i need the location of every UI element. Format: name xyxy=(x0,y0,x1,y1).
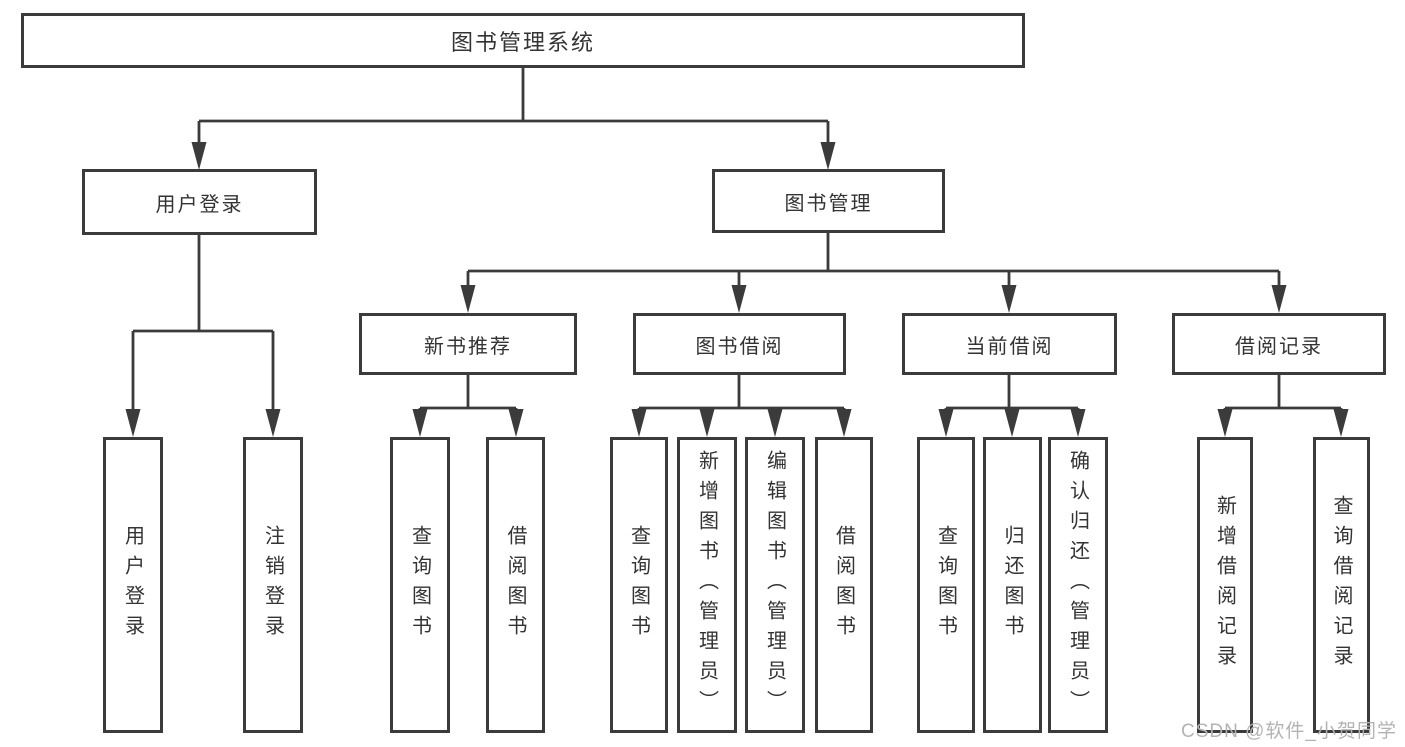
leaf-add-books-admin: 新增图书（管理员） xyxy=(677,437,737,733)
leaf-query-borrow-record: 查询借阅记录 xyxy=(1313,437,1370,733)
leaf-logout: 注销登录 xyxy=(243,437,303,733)
node-current-borrow: 当前借阅 xyxy=(902,313,1117,375)
node-book-borrow: 图书借阅 xyxy=(633,313,846,375)
arrowheads xyxy=(125,142,1349,437)
node-system-root: 图书管理系统 xyxy=(21,13,1025,68)
node-new-book-recommend-label: 新书推荐 xyxy=(424,335,512,358)
node-user-login: 用户登录 xyxy=(82,169,317,235)
leaf-query-books-borrow: 查询图书 xyxy=(610,437,668,733)
node-new-book-recommend: 新书推荐 xyxy=(359,313,577,375)
leaf-query-borrow-record-label: 查询借阅记录 xyxy=(1330,495,1352,675)
leaf-query-books-recommend: 查询图书 xyxy=(390,437,450,733)
leaf-borrow-books-recommend-label: 借阅图书 xyxy=(504,525,526,645)
node-user-login-label: 用户登录 xyxy=(155,193,244,216)
leaf-user-login-label: 用户登录 xyxy=(121,525,144,645)
node-book-borrow-label: 图书借阅 xyxy=(695,335,784,358)
leaf-query-books-borrow-label: 查询图书 xyxy=(627,525,650,645)
leaf-borrow-books-recommend: 借阅图书 xyxy=(486,437,545,733)
leaf-confirm-return-admin-label: 确认归还（管理员） xyxy=(1066,450,1089,720)
leaf-query-books-current: 查询图书 xyxy=(917,437,975,733)
node-borrow-records: 借阅记录 xyxy=(1172,313,1386,375)
leaf-borrow-books-label: 借阅图书 xyxy=(832,525,855,645)
leaf-user-login: 用户登录 xyxy=(103,437,163,733)
leaf-query-books-recommend-label: 查询图书 xyxy=(408,525,431,645)
leaf-add-books-admin-label: 新增图书（管理员） xyxy=(695,450,718,720)
node-book-management-label: 图书管理 xyxy=(784,192,873,215)
leaf-add-borrow-record-label: 新增借阅记录 xyxy=(1213,495,1236,675)
leaf-confirm-return-admin: 确认归还（管理员） xyxy=(1048,437,1108,733)
watermark-text: CSDN @软件_小贺同学 xyxy=(1181,721,1397,742)
node-current-borrow-label: 当前借阅 xyxy=(965,335,1054,358)
leaf-return-books: 归还图书 xyxy=(983,437,1042,733)
leaf-borrow-books: 借阅图书 xyxy=(815,437,873,733)
leaf-logout-label: 注销登录 xyxy=(261,525,284,645)
leaf-edit-books-admin-label: 编辑图书（管理员） xyxy=(763,450,786,720)
leaf-add-borrow-record: 新增借阅记录 xyxy=(1197,437,1253,733)
leaf-query-books-current-label: 查询图书 xyxy=(934,525,957,645)
leaf-edit-books-admin: 编辑图书（管理员） xyxy=(745,437,805,733)
node-borrow-records-label: 借阅记录 xyxy=(1235,335,1323,358)
leaf-return-books-label: 归还图书 xyxy=(1001,525,1023,645)
node-system-root-label: 图书管理系统 xyxy=(450,29,595,55)
node-book-management: 图书管理 xyxy=(712,169,945,233)
